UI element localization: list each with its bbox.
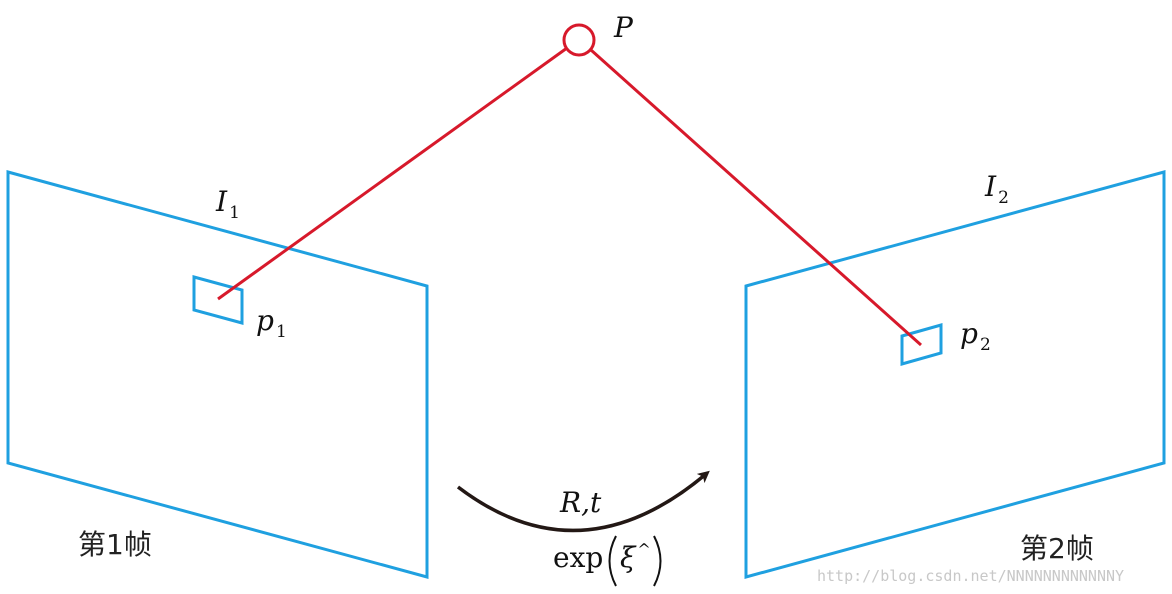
frame-1-caption: 第1帧 (78, 528, 152, 561)
point-p-label: P (613, 11, 634, 44)
image-2-label-sub: 2 (998, 188, 1009, 208)
pixel-1-label-sub: 1 (276, 322, 287, 342)
pixel-1-label-main: p (256, 304, 274, 337)
image-1-label-main: I (215, 185, 228, 218)
exp-argument-xi: ξ (620, 541, 637, 574)
motion-label: R,t (559, 486, 602, 519)
exp-right-paren (653, 535, 662, 587)
exp-left-paren (608, 535, 617, 587)
frame-2-caption: 第2帧 (1020, 532, 1094, 565)
exp-function-label: exp (553, 541, 603, 574)
projection-ray-1 (217, 46, 568, 301)
watermark-text: http://blog.csdn.net/NNNNNNNNNNNNY (817, 567, 1124, 585)
motion-arrow (456, 470, 710, 533)
pixel-patch-2 (900, 323, 943, 366)
exp-argument: ξ^ (620, 540, 651, 574)
pixel-2-label-main: p (960, 317, 978, 350)
image-plane-2 (744, 170, 1166, 579)
exp-argument-sup: ^ (637, 540, 650, 559)
image-1-label-sub: 1 (229, 203, 240, 223)
image-plane-1 (6, 170, 429, 579)
image-2-label-main: I (984, 170, 997, 203)
point-p-marker (562, 23, 596, 57)
pixel-2-label-sub: 2 (980, 335, 991, 355)
pixel-patch-1 (192, 275, 244, 325)
projection-ray-2 (590, 48, 922, 347)
